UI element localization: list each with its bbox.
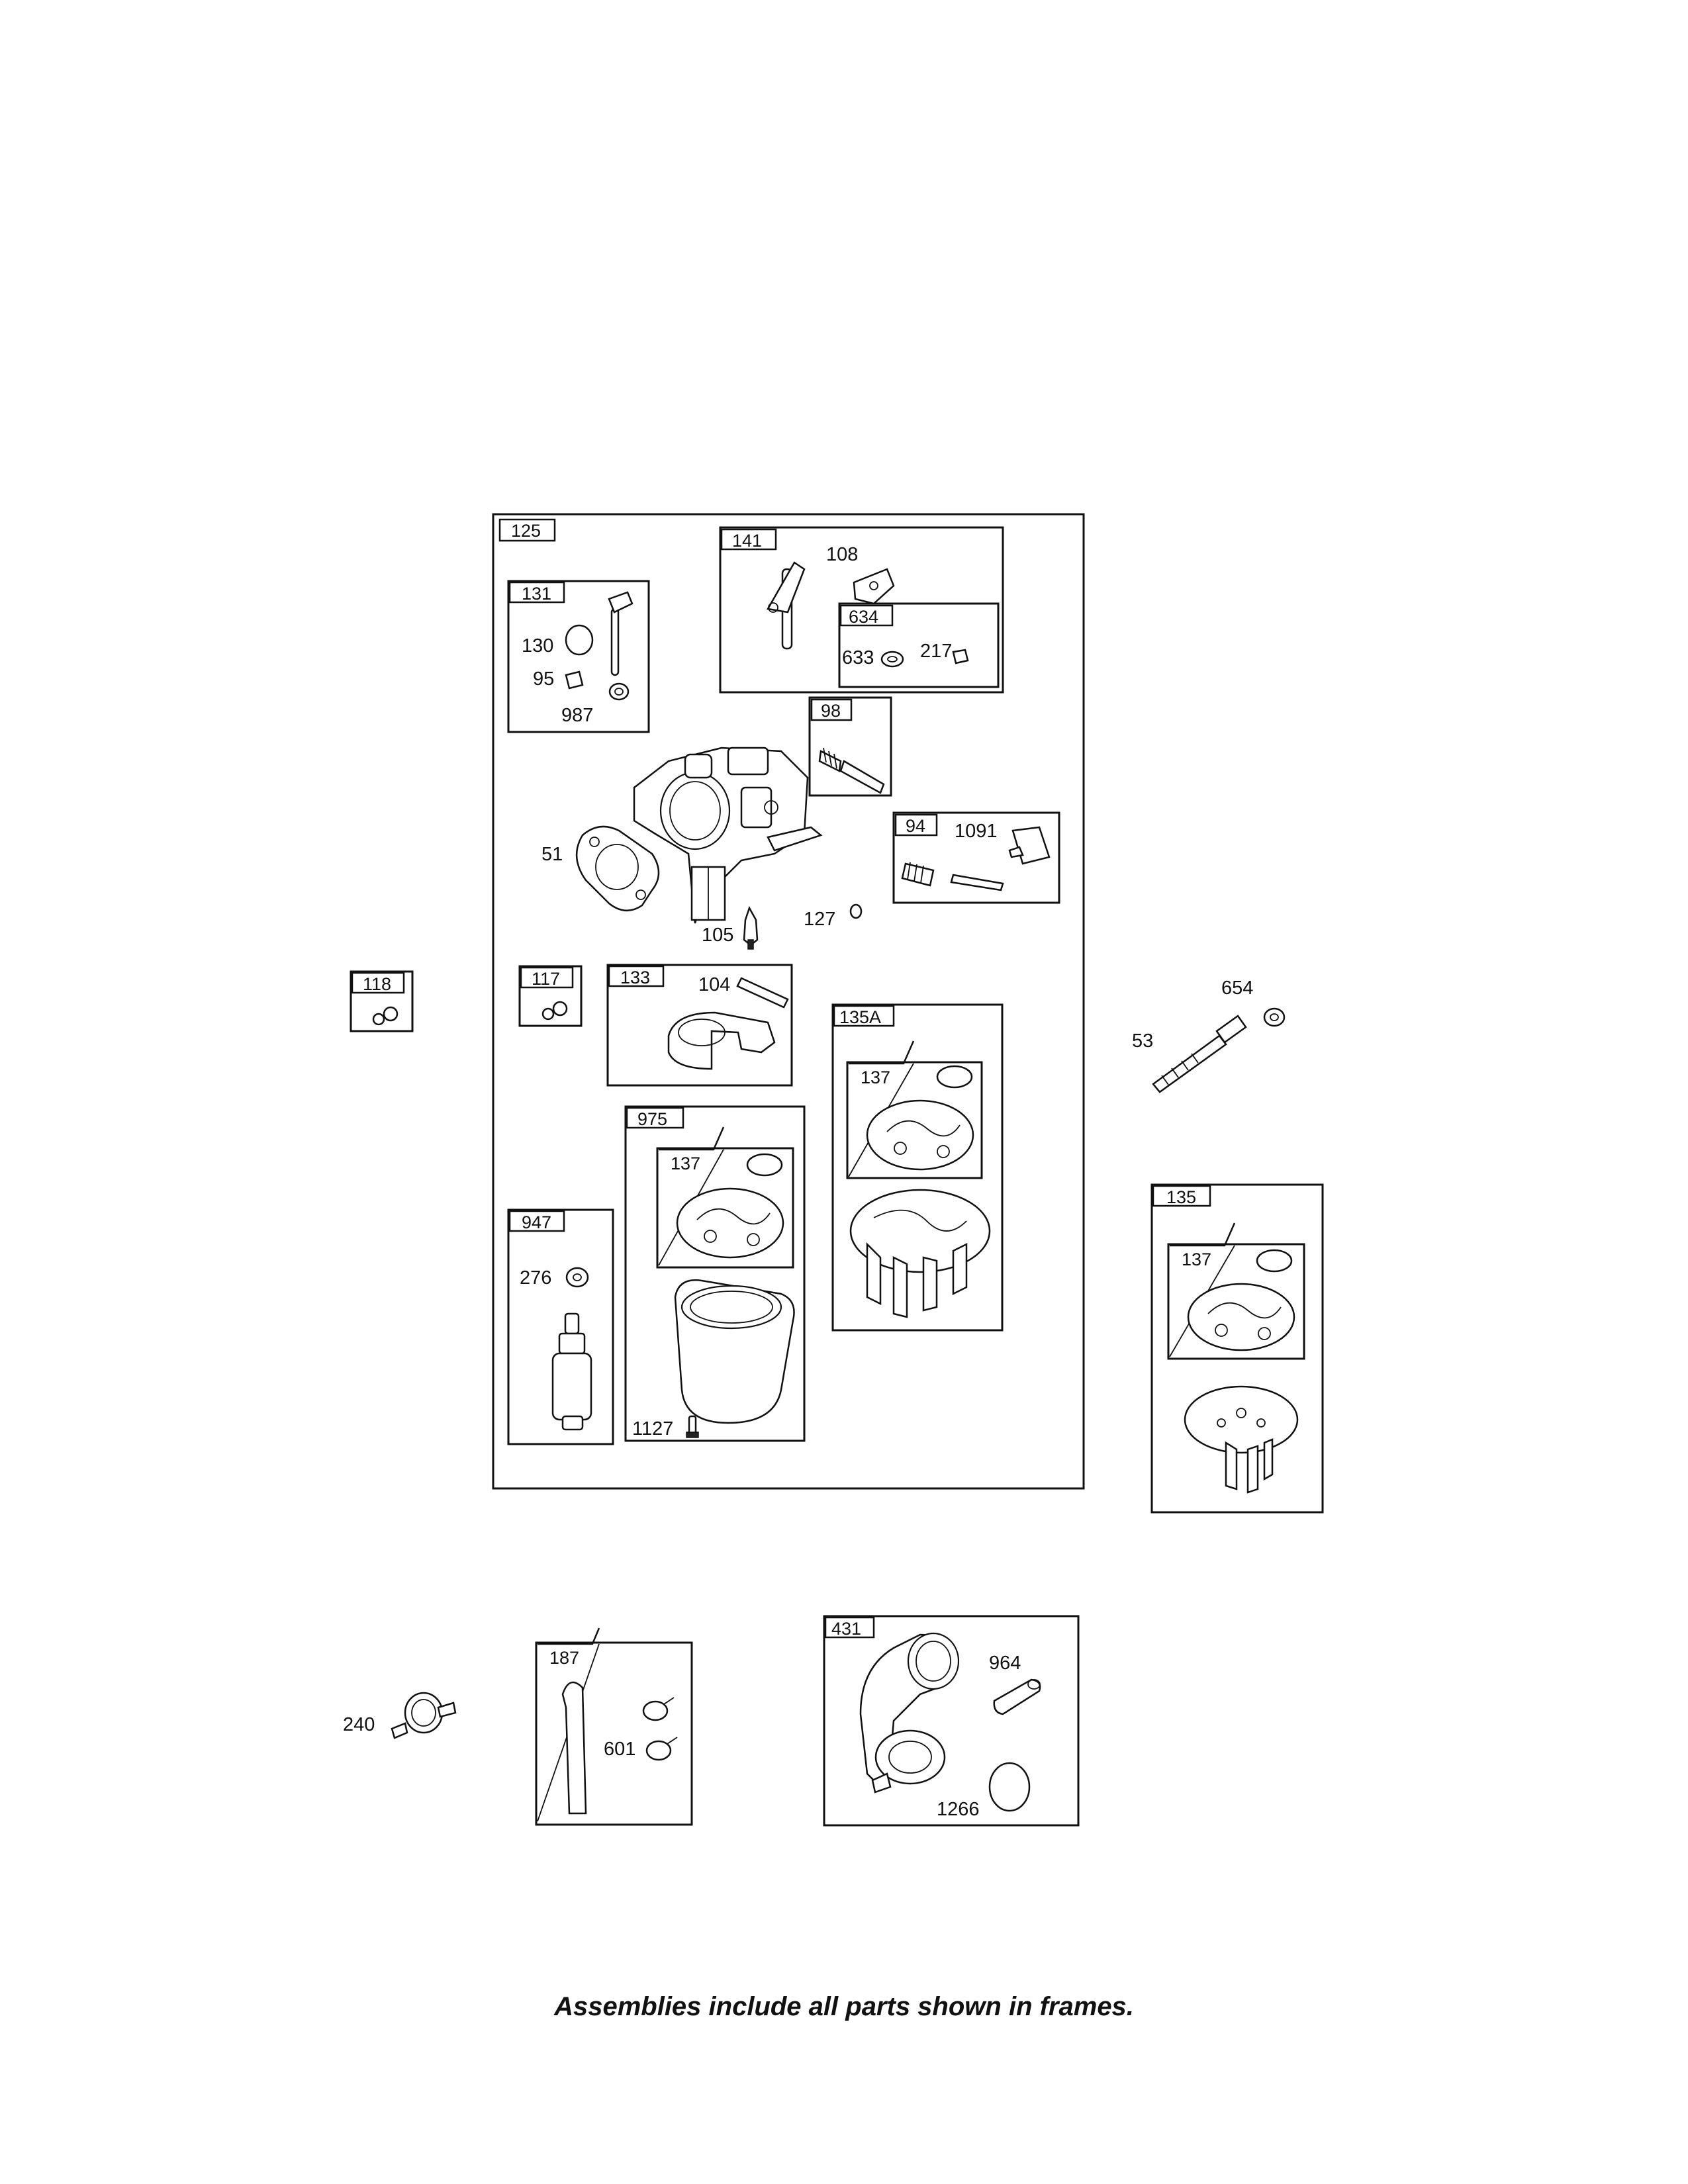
- part-label-1127: 1127: [632, 1418, 673, 1439]
- frame-634: [838, 602, 1000, 688]
- frame-label-135A: 135A: [839, 1007, 881, 1027]
- frame-label-125: 125: [511, 521, 541, 541]
- part-label-601: 601: [604, 1739, 635, 1760]
- hose-clamp-icon: [645, 1737, 678, 1761]
- frame-label-137-a: 137: [861, 1068, 890, 1087]
- fuel-bowl-plate-icon: [1184, 1385, 1299, 1494]
- caption: Assemblies include all parts shown in fr…: [554, 1992, 1134, 2021]
- throttle-shaft-icon: [608, 591, 633, 676]
- frame-label-133: 133: [620, 968, 650, 987]
- part-label-51: 51: [541, 844, 563, 865]
- frame-98: [808, 696, 892, 797]
- nut-icon: [541, 1001, 568, 1021]
- washer-icon: [952, 649, 969, 664]
- frame-125: [492, 513, 1085, 1490]
- part-label-105: 105: [702, 925, 733, 946]
- needle-icon: [743, 905, 759, 950]
- frame-131: [507, 580, 650, 733]
- carburetor-body-icon: [633, 747, 823, 924]
- frame-label-137-c: 137: [1182, 1250, 1211, 1269]
- seal-icon: [880, 651, 904, 668]
- part-label-1266: 1266: [937, 1799, 980, 1820]
- part-label-240: 240: [343, 1714, 375, 1735]
- fuel-fitting-icon: [1152, 1015, 1247, 1093]
- float-icon: [667, 1011, 776, 1070]
- part-label-127: 127: [804, 909, 835, 930]
- mixture-screw-icon: [901, 862, 1004, 891]
- frame-label-141: 141: [732, 531, 762, 551]
- throttle-plate-icon: [565, 624, 594, 656]
- float-pin-icon: [736, 977, 789, 1009]
- fuel-filter-icon: [391, 1692, 457, 1739]
- nut-icon: [372, 1006, 399, 1026]
- part-label-654: 654: [1221, 978, 1253, 999]
- frame-137-c: [1167, 1243, 1305, 1360]
- washer-icon: [565, 1267, 589, 1288]
- part-label-217: 217: [920, 641, 952, 662]
- frame-label-117: 117: [532, 969, 560, 989]
- frame-118: [350, 970, 414, 1032]
- frame-94: [892, 811, 1060, 904]
- frame-137-b: [656, 1147, 794, 1269]
- frame-label-634: 634: [849, 607, 878, 627]
- choke-plate-icon: [853, 568, 895, 605]
- part-label-104: 104: [698, 974, 730, 995]
- frame-label-947: 947: [522, 1212, 551, 1232]
- frame-label-975: 975: [637, 1109, 667, 1129]
- screw-icon: [565, 670, 584, 690]
- part-label-95: 95: [533, 668, 554, 690]
- fuel-solenoid-icon: [551, 1312, 592, 1431]
- o-ring-icon: [936, 1065, 973, 1089]
- frame-label-135: 135: [1166, 1187, 1196, 1207]
- diaphragm-gasket-icon: [1187, 1283, 1295, 1351]
- frame-947: [507, 1208, 614, 1445]
- frame-135A: [831, 1003, 1004, 1332]
- o-ring-icon: [849, 903, 863, 919]
- diaphragm-gasket-icon: [676, 1187, 784, 1259]
- drain-screw-icon: [686, 1415, 699, 1438]
- frame-135: [1150, 1183, 1324, 1514]
- frame-431: [823, 1615, 1080, 1827]
- frame-137-a: [846, 1061, 983, 1179]
- frame-label-98: 98: [821, 701, 841, 721]
- fuel-bowl-plate-icon: [849, 1189, 991, 1318]
- frame-label-431: 431: [831, 1619, 861, 1639]
- frame-label-137-b: 137: [671, 1154, 700, 1173]
- o-ring-icon: [1256, 1249, 1293, 1273]
- part-label-108: 108: [826, 544, 858, 565]
- frame-975: [624, 1105, 806, 1442]
- part-label-53: 53: [1132, 1030, 1153, 1052]
- diaphragm-gasket-icon: [866, 1099, 974, 1171]
- frame-label-94: 94: [906, 816, 925, 836]
- part-label-276: 276: [520, 1267, 551, 1289]
- o-ring-icon: [988, 1762, 1031, 1812]
- frame-label-187: 187: [549, 1648, 579, 1668]
- sleeve-icon: [993, 1678, 1041, 1715]
- frame-117: [518, 965, 583, 1027]
- frame-141: [719, 526, 1004, 694]
- nut-icon: [1263, 1007, 1286, 1027]
- fuel-line-icon: [561, 1681, 587, 1815]
- hose-clamp-icon: [642, 1697, 675, 1721]
- part-label-964: 964: [989, 1653, 1021, 1674]
- choke-shaft-icon: [767, 561, 806, 650]
- frame-label-131: 131: [522, 584, 551, 604]
- gasket-icon: [575, 825, 660, 911]
- frame-187: [535, 1641, 693, 1826]
- o-ring-icon: [746, 1153, 783, 1177]
- bushing-icon: [608, 682, 630, 701]
- frame-label-118: 118: [363, 974, 391, 994]
- part-label-633: 633: [842, 647, 874, 668]
- intake-elbow-icon: [859, 1632, 960, 1794]
- solenoid-icon: [1008, 826, 1051, 865]
- part-label-987: 987: [561, 705, 593, 726]
- part-label-1091: 1091: [955, 821, 998, 842]
- fuel-bowl-icon: [674, 1279, 795, 1424]
- frame-133: [606, 964, 793, 1087]
- part-label-130: 130: [522, 635, 553, 657]
- idle-screw-spring-icon: [818, 747, 885, 794]
